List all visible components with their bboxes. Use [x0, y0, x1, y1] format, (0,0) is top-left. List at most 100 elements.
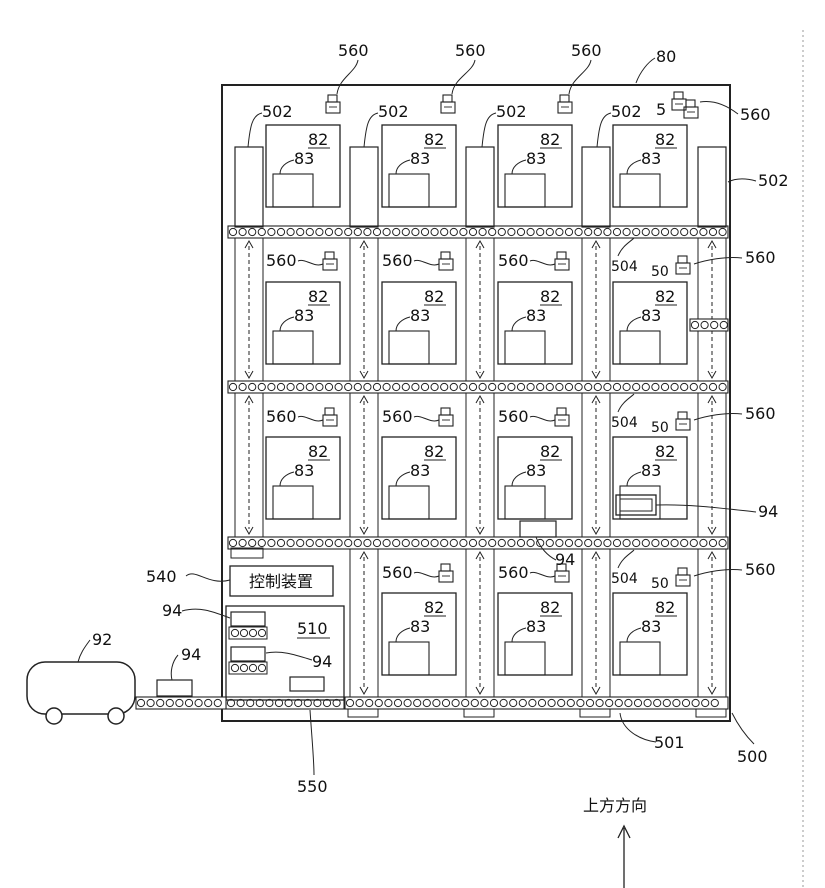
robot-unit-icon — [558, 95, 572, 113]
room-inner-label: 83 — [294, 149, 314, 168]
room-label: 82 — [308, 130, 328, 149]
room-inner-leader — [627, 317, 641, 331]
rail-unit-label: 50 — [651, 420, 669, 436]
rail-unit-label: 50 — [651, 576, 669, 592]
robot-unit-icon — [323, 408, 337, 426]
elevator-ref-label: 504 — [611, 259, 638, 275]
up-direction-label: 上方方向 — [583, 796, 647, 815]
room-label: 82 — [540, 130, 560, 149]
unit-body — [558, 102, 572, 113]
package-box — [520, 521, 556, 537]
room-inner-leader — [280, 472, 294, 486]
room-label: 82 — [655, 442, 675, 461]
shaft-box — [466, 147, 494, 227]
unit-head — [441, 564, 450, 571]
room-inner-box — [505, 331, 545, 364]
room-inner-box — [505, 642, 545, 675]
unit-label: 560 — [382, 563, 413, 582]
package-label: 94 — [181, 645, 201, 664]
conveyor-path-leader — [620, 713, 656, 742]
unit-leader — [452, 60, 475, 94]
room-inner-label: 83 — [641, 617, 661, 636]
package-box — [157, 680, 192, 696]
unit-head — [686, 100, 695, 107]
shaft-label: 502 — [758, 171, 789, 190]
room-inner-box — [389, 486, 429, 519]
shaft-base — [580, 709, 610, 717]
unit-label: 560 — [745, 248, 776, 267]
room-label: 82 — [540, 287, 560, 306]
unit-leader — [414, 260, 439, 265]
shaft-base — [696, 709, 726, 717]
room-inner-box — [273, 486, 313, 519]
entrance-leader — [310, 710, 314, 775]
control-ref-label: 540 — [146, 567, 177, 586]
elevator-ref-leader — [618, 394, 634, 412]
room-label: 82 — [424, 287, 444, 306]
room-label: 82 — [424, 130, 444, 149]
vehicle-body — [27, 662, 135, 714]
unit-body — [676, 419, 690, 430]
package-box — [290, 677, 324, 691]
unit-leader — [414, 572, 439, 577]
room-label: 82 — [540, 442, 560, 461]
unit-body — [439, 415, 453, 426]
room-label: 82 — [424, 442, 444, 461]
package-leader — [171, 655, 178, 680]
package-leader — [656, 505, 756, 512]
room-inner-leader — [396, 628, 410, 642]
unit-body — [676, 263, 690, 274]
system-label: 500 — [737, 747, 768, 766]
room-inner-leader — [280, 160, 294, 174]
unit-label: 560 — [571, 41, 602, 60]
shaft-base — [348, 709, 378, 717]
floor-conveyor — [228, 226, 728, 238]
unit-head — [678, 412, 687, 419]
shaft-leader — [597, 113, 611, 147]
room-inner-leader — [396, 160, 410, 174]
robot-unit-icon — [676, 256, 690, 274]
control-device-label: 控制装置 — [249, 572, 313, 591]
shaft-label: 5 — [656, 100, 666, 119]
room-label: 82 — [308, 442, 328, 461]
robot-unit-icon — [555, 252, 569, 270]
unit-head — [678, 568, 687, 575]
unit-body — [326, 102, 340, 113]
room-label: 82 — [655, 287, 675, 306]
robot-unit-icon — [439, 408, 453, 426]
shaft-base — [464, 709, 494, 717]
unit-leader — [530, 416, 555, 421]
elevator-ref-label: 504 — [611, 415, 638, 431]
unit-label: 560 — [498, 407, 529, 426]
shaft-box — [698, 147, 726, 227]
package-box — [616, 495, 656, 515]
room-inner-leader — [512, 628, 526, 642]
shaft-box — [582, 147, 610, 227]
vehicle-leader — [78, 640, 90, 662]
elevator-arrow-down — [476, 687, 484, 694]
unit-leader — [414, 416, 439, 421]
unit-body — [323, 259, 337, 270]
unit-body — [555, 415, 569, 426]
unit-head — [678, 256, 687, 263]
shaft-box — [350, 147, 378, 227]
room-inner-label: 83 — [641, 461, 661, 480]
unit-body — [555, 571, 569, 582]
elevator-ref-label: 504 — [611, 571, 638, 587]
shaft-leader — [482, 113, 496, 147]
robot-unit-icon — [676, 568, 690, 586]
unit-head — [325, 408, 334, 415]
floor-conveyor — [228, 537, 728, 549]
vehicle-label: 92 — [92, 630, 112, 649]
package-box — [231, 647, 265, 661]
room-inner-box — [389, 331, 429, 364]
unit-label: 560 — [745, 404, 776, 423]
room-inner-leader — [280, 317, 294, 331]
conveyor-frame — [136, 697, 226, 709]
vehicle-wheel — [108, 708, 124, 724]
package-box-inner — [620, 499, 652, 511]
package-box — [231, 612, 265, 626]
room-label: 82 — [424, 598, 444, 617]
unit-label: 560 — [382, 251, 413, 270]
